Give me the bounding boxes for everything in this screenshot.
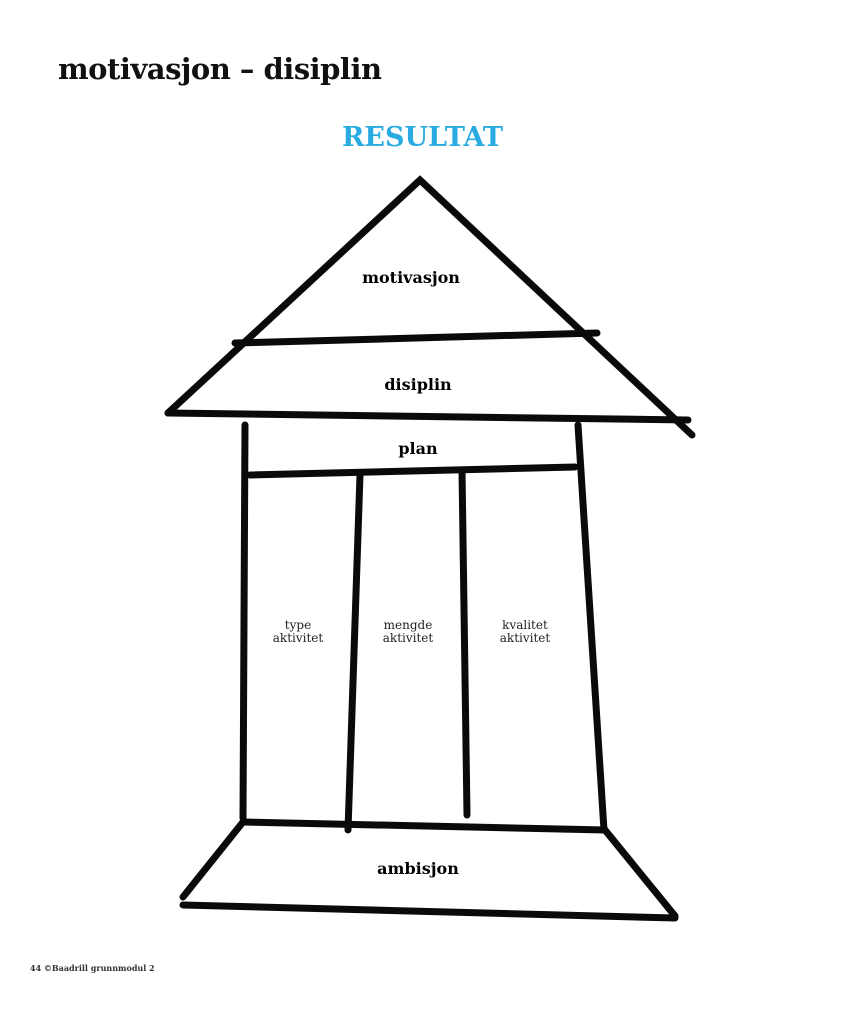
pillar-divider-2 [458,466,471,819]
foundation-top [239,818,609,834]
foundation-right [601,826,679,920]
eave-line [164,409,692,424]
plan-label: plan [398,439,438,458]
page-footer: 44 ©Baadrill grunnmodul 2 [30,963,155,973]
left-wall [239,421,249,822]
foundation-bottom [179,901,679,922]
pillar-line: aktivitet [499,631,551,645]
roof-top-label: motivasjon [362,268,460,287]
plan-beam-bottom [246,463,579,479]
result-label: RESULTAT [341,122,504,153]
pillar-divider-1 [344,471,364,834]
pillar-line: kvalitet [502,618,548,632]
pillar-line: aktivitet [382,631,434,645]
roof-outline [164,175,696,439]
roof-bottom-label: disiplin [384,375,452,394]
pillar-line: type [284,618,312,632]
page-title: motivasjon – disiplin [58,52,382,86]
pillar-line: mengde [383,618,433,632]
foundation-left [179,818,247,901]
pillar-line: aktivitet [272,631,324,645]
right-wall [574,421,608,834]
foundation-label: ambisjon [377,859,459,878]
roof-divider [231,329,601,347]
